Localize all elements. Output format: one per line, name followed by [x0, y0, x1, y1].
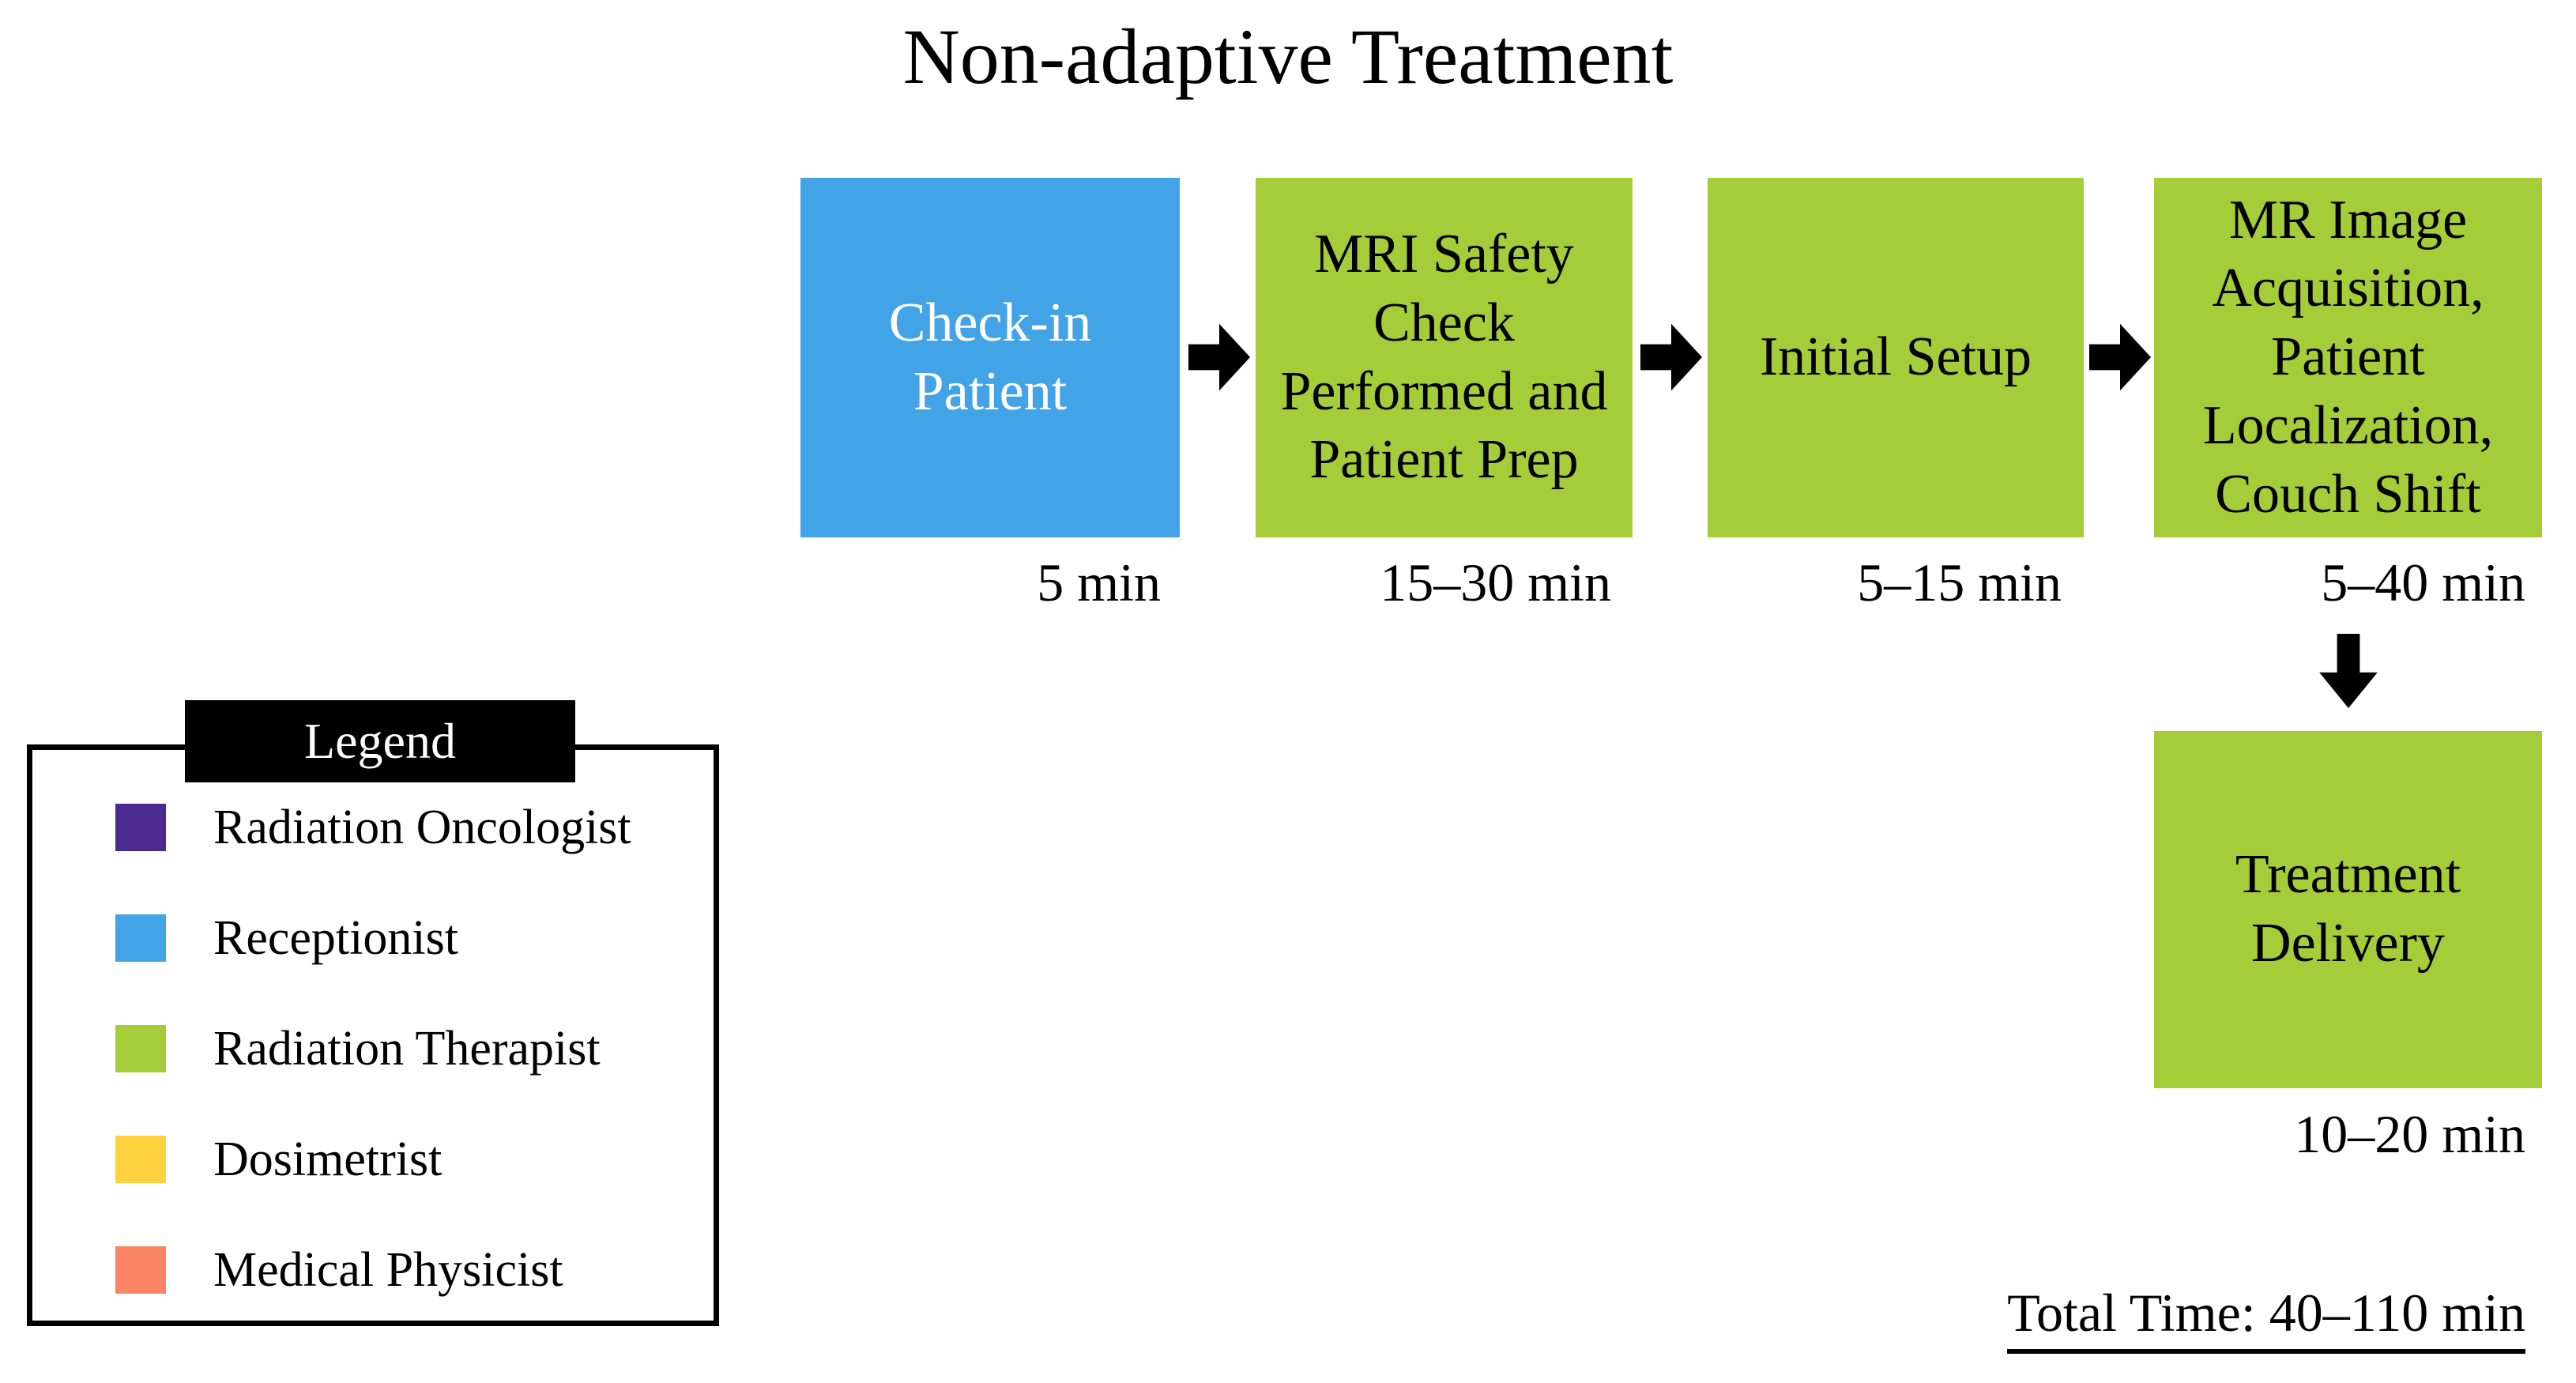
- flow-step-mri-safety-check: MRI Safety Check Performed and Patient P…: [1256, 178, 1633, 537]
- flow-step-label: MRI Safety Check Performed and Patient P…: [1280, 223, 1608, 491]
- flow-step-label: Initial Setup: [1759, 326, 2032, 388]
- legend-item-receptionist: Receptionist: [115, 911, 458, 965]
- legend-item-medical-physicist: Medical Physicist: [115, 1243, 563, 1297]
- diagram-title: Non-adaptive Treatment: [902, 13, 1674, 100]
- legend-item-label: Radiation Therapist: [213, 1021, 601, 1076]
- legend-header: Legend: [185, 700, 575, 782]
- flow-step-treatment-delivery: Treatment Delivery: [2154, 731, 2542, 1088]
- duration-treatment-delivery: 10–20 min: [2294, 1104, 2525, 1164]
- dosimetrist-swatch: [115, 1136, 166, 1183]
- legend-item-label: Medical Physicist: [213, 1242, 563, 1297]
- legend-item-radiation-therapist: Radiation Therapist: [115, 1022, 601, 1076]
- arrow-right-icon: [2089, 323, 2151, 391]
- total-time: Total Time: 40–110 min: [2007, 1283, 2525, 1354]
- flow-step-check-in-patient: Check-in Patient: [800, 178, 1180, 537]
- legend-item-dosimetrist: Dosimetrist: [115, 1132, 442, 1186]
- duration-mr-image: 5–40 min: [2321, 552, 2525, 612]
- flow-step-label: Check-in Patient: [888, 292, 1092, 422]
- duration-check-in: 5 min: [1037, 552, 1161, 612]
- legend-item-label: Receptionist: [213, 910, 458, 965]
- arrow-down-icon: [2319, 634, 2378, 708]
- duration-initial-setup: 5–15 min: [1857, 552, 2062, 612]
- flow-step-mr-image-acquisition: MR Image Acquisition, Patient Localizati…: [2154, 178, 2542, 537]
- medical-physicist-swatch: [115, 1246, 166, 1294]
- legend-item-label: Radiation Oncologist: [213, 800, 631, 854]
- flow-step-label: Treatment Delivery: [2235, 844, 2461, 974]
- total-time-text: Total Time: 40–110 min: [2007, 1283, 2525, 1354]
- duration-mri-safety: 15–30 min: [1380, 552, 1611, 612]
- arrow-right-icon: [1188, 323, 1250, 391]
- receptionist-swatch: [115, 914, 166, 962]
- legend-item-radiation-oncologist: Radiation Oncologist: [115, 801, 631, 854]
- radiation-oncologist-swatch: [115, 804, 166, 851]
- arrow-right-icon: [1640, 323, 1702, 391]
- radiation-therapist-swatch: [115, 1025, 166, 1072]
- flow-step-initial-setup: Initial Setup: [1708, 178, 2084, 537]
- flow-step-label: MR Image Acquisition, Patient Localizati…: [2202, 189, 2494, 525]
- legend-item-label: Dosimetrist: [213, 1132, 443, 1186]
